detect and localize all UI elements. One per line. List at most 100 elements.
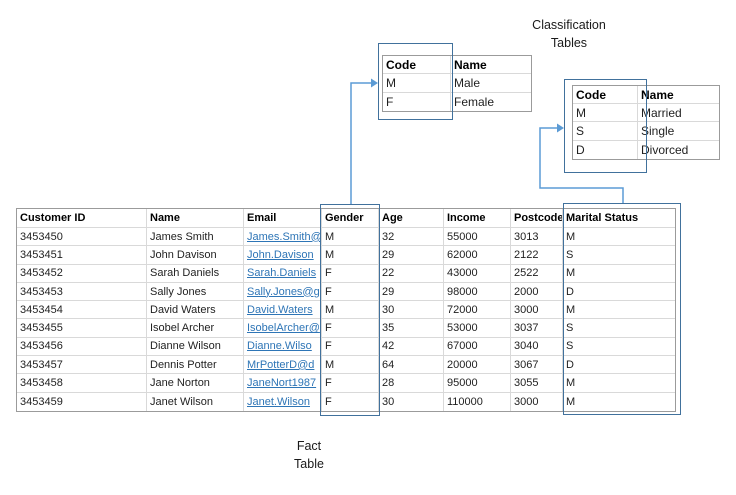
table-cell: 3037 [511, 319, 563, 338]
table-cell: S [563, 319, 675, 338]
table-cell: 55000 [444, 228, 511, 247]
table-cell: F [383, 92, 451, 111]
classification-label-line1: Classification [532, 18, 606, 32]
table-cell: 3040 [511, 337, 563, 357]
table-cell: 3453452 [17, 264, 147, 283]
table-cell: Sarah.Daniels [244, 264, 322, 283]
table-cell: 2000 [511, 282, 563, 302]
table-cell: 2122 [511, 246, 563, 265]
table-cell: Jane Norton [147, 374, 244, 393]
table-cell: 3453457 [17, 356, 147, 375]
table-cell: M [563, 301, 675, 320]
table-cell: 3453456 [17, 337, 147, 357]
table-cell: Sally Jones [147, 282, 244, 302]
column-header: Gender [322, 209, 379, 228]
table-cell: IsobelArcher@ [244, 319, 322, 338]
table-cell: F [322, 319, 379, 338]
column-header: Code [383, 56, 451, 74]
table-cell: 3453454 [17, 301, 147, 320]
table-cell: Male [451, 74, 531, 93]
table-cell: F [322, 374, 379, 393]
table-cell: 2522 [511, 264, 563, 283]
table-cell: 3013 [511, 228, 563, 247]
table-cell: 3453451 [17, 246, 147, 265]
table-cell: John Davison [147, 246, 244, 265]
table-cell: Janet Wilson [147, 392, 244, 411]
email-link[interactable]: Sarah.Daniels [247, 267, 317, 280]
table-cell: M [573, 104, 638, 123]
table-cell: 35 [379, 319, 444, 338]
table-cell: Dianne.Wilso [244, 337, 322, 357]
table-cell: M [322, 228, 379, 247]
email-link[interactable]: Sally.Jones@g [247, 285, 320, 298]
table-cell: S [563, 246, 675, 265]
table-cell: 3453455 [17, 319, 147, 338]
table-cell: D [563, 356, 675, 375]
table-cell: M [322, 246, 379, 265]
table-cell: 72000 [444, 301, 511, 320]
table-cell: 3055 [511, 374, 563, 393]
table-cell: Sarah Daniels [147, 264, 244, 283]
table-cell: David.Waters [244, 301, 322, 320]
gender-connector-arrow [350, 78, 378, 204]
column-header: Marital Status [563, 209, 675, 228]
table-cell: James.Smith@ [244, 228, 322, 247]
column-header: Income [444, 209, 511, 228]
fact-table-label: Fact Table [269, 437, 349, 473]
classification-label-line2: Tables [550, 36, 588, 50]
table-cell: S [563, 338, 675, 357]
table-cell: 62000 [444, 246, 511, 265]
email-link[interactable]: MrPotterD@d [247, 358, 315, 371]
table-cell: 64 [379, 356, 444, 375]
email-link[interactable]: JaneNort1987 [247, 377, 317, 390]
table-cell: 3453453 [17, 282, 147, 302]
table-cell: Janet.Wilson [244, 392, 322, 411]
table-cell: 3453459 [17, 392, 147, 411]
table-cell: Married [638, 104, 719, 123]
classification-tables-label: Classification Tables [514, 16, 624, 52]
table-cell: 3453450 [17, 228, 147, 247]
table-cell: 53000 [444, 319, 511, 338]
column-header: Code [573, 86, 638, 104]
table-cell: 29 [379, 282, 444, 302]
table-cell: 43000 [444, 264, 511, 283]
table-cell: John.Davison [244, 246, 322, 265]
email-link[interactable]: IsobelArcher@ [247, 322, 320, 335]
table-cell: Single [638, 122, 719, 141]
table-cell: 30 [379, 301, 444, 320]
table-cell: F [322, 264, 379, 283]
email-link[interactable]: John.Davison [247, 248, 314, 261]
column-header: Name [638, 86, 719, 104]
column-header: Name [147, 209, 244, 228]
table-cell: Sally.Jones@g [244, 282, 322, 302]
email-link[interactable]: Dianne.Wilso [247, 340, 312, 353]
table-cell: Dianne Wilson [147, 337, 244, 357]
table-cell: 98000 [444, 282, 511, 302]
email-link[interactable]: David.Waters [247, 303, 313, 316]
email-link[interactable]: James.Smith@ [247, 230, 322, 243]
table-cell: MrPotterD@d [244, 356, 322, 375]
table-cell: M [383, 74, 451, 93]
table-cell: D [573, 140, 638, 159]
table-cell: M [563, 374, 675, 393]
table-cell: 95000 [444, 374, 511, 393]
fact-label-line2: Table [294, 457, 324, 471]
table-cell: 3000 [511, 392, 563, 411]
table-cell: 42 [379, 337, 444, 357]
table-cell: 28 [379, 374, 444, 393]
table-cell: 22 [379, 264, 444, 283]
email-link[interactable]: Janet.Wilson [247, 395, 310, 408]
table-cell: Divorced [641, 142, 689, 157]
table-cell: 3000 [511, 301, 563, 320]
